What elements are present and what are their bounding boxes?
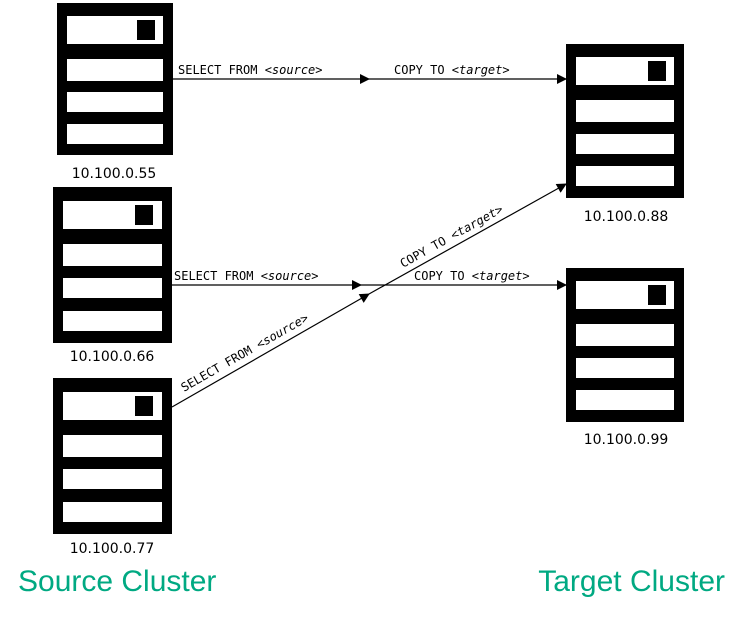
edge-label-placeholder: <source> <box>265 63 323 77</box>
edge-label-keyword: SELECT FROM <box>178 63 265 77</box>
flow-arrow <box>171 293 370 408</box>
edge-label-keyword: SELECT FROM <box>174 269 261 283</box>
edge-label-keyword: COPY TO <box>414 269 472 283</box>
edge-label: SELECT FROM <source> <box>178 63 323 77</box>
source-cluster-title: Source Cluster <box>18 565 216 598</box>
server-icon <box>566 44 684 198</box>
server-icon <box>53 378 172 534</box>
server-icon <box>566 268 684 422</box>
edge-label-placeholder: <target> <box>452 63 510 77</box>
target-cluster-title: Target Cluster <box>538 565 725 598</box>
edge-label: SELECT FROM <source> <box>179 311 311 395</box>
server-ip-label: 10.100.0.77 <box>70 541 155 557</box>
flow-arrow <box>368 183 567 295</box>
edge-label-placeholder: <source> <box>254 311 311 352</box>
edge-label-keyword: COPY TO <box>394 63 452 77</box>
edge-label-keyword: SELECT FROM <box>179 339 261 394</box>
edge-label: SELECT FROM <source> <box>174 269 319 283</box>
server-ip-label: 10.100.0.99 <box>584 432 669 448</box>
edge-label: COPY TO <target> <box>414 269 530 283</box>
server-ip-label: 10.100.0.55 <box>72 166 157 182</box>
server-ip-label: 10.100.0.66 <box>70 349 155 365</box>
edge-label-placeholder: <source> <box>261 269 319 283</box>
edge-label-placeholder: <target> <box>472 269 530 283</box>
edge-label: COPY TO <target> <box>394 63 510 77</box>
edge-label: COPY TO <target> <box>398 202 506 271</box>
server-ip-label: 10.100.0.88 <box>584 209 669 225</box>
server-icon <box>53 187 172 343</box>
server-icon <box>57 3 173 155</box>
